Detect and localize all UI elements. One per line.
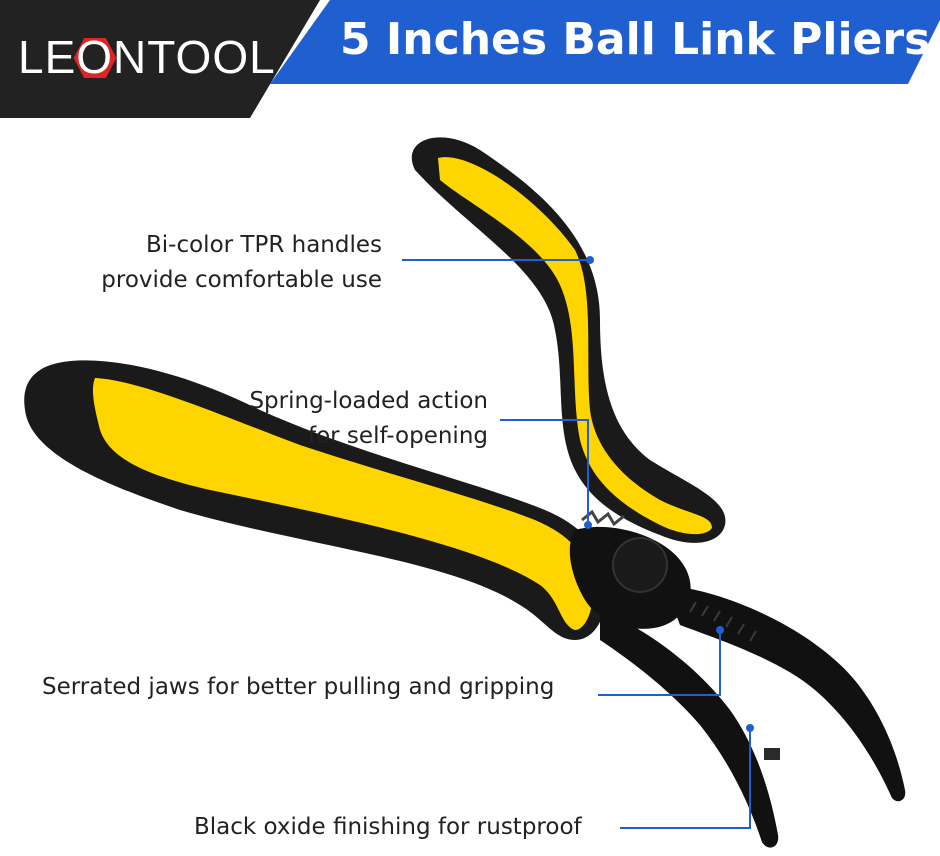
page-title: 5 Inches Ball Link Pliers [340, 14, 931, 65]
callout-handles-line1: Bi-color TPR handles [146, 232, 382, 258]
pivot-rivet [612, 537, 668, 593]
callout-jaws: Serrated jaws for better pulling and gri… [42, 674, 555, 700]
logo-hex-icon [73, 38, 117, 78]
callout-finish: Black oxide finishing for rustproof [194, 814, 582, 840]
callout-spring: Spring-loaded action for self-opening [150, 384, 488, 454]
serrations [689, 601, 757, 642]
brand-banner [0, 0, 320, 118]
callout-spring-line2: for self-opening [308, 423, 488, 449]
pliers-illustration [24, 137, 906, 848]
callout-spring-line1: Spring-loaded action [249, 388, 488, 414]
leader-dots [584, 256, 754, 732]
title-banner [270, 0, 940, 84]
callout-handles: Bi-color TPR handles provide comfortable… [40, 228, 382, 298]
leader-lines [402, 259, 751, 829]
spring [581, 509, 625, 527]
brand-logo: LEONTOOL [18, 31, 276, 83]
callout-handles-line2: provide comfortable use [101, 267, 382, 293]
ball-notch [764, 748, 780, 760]
